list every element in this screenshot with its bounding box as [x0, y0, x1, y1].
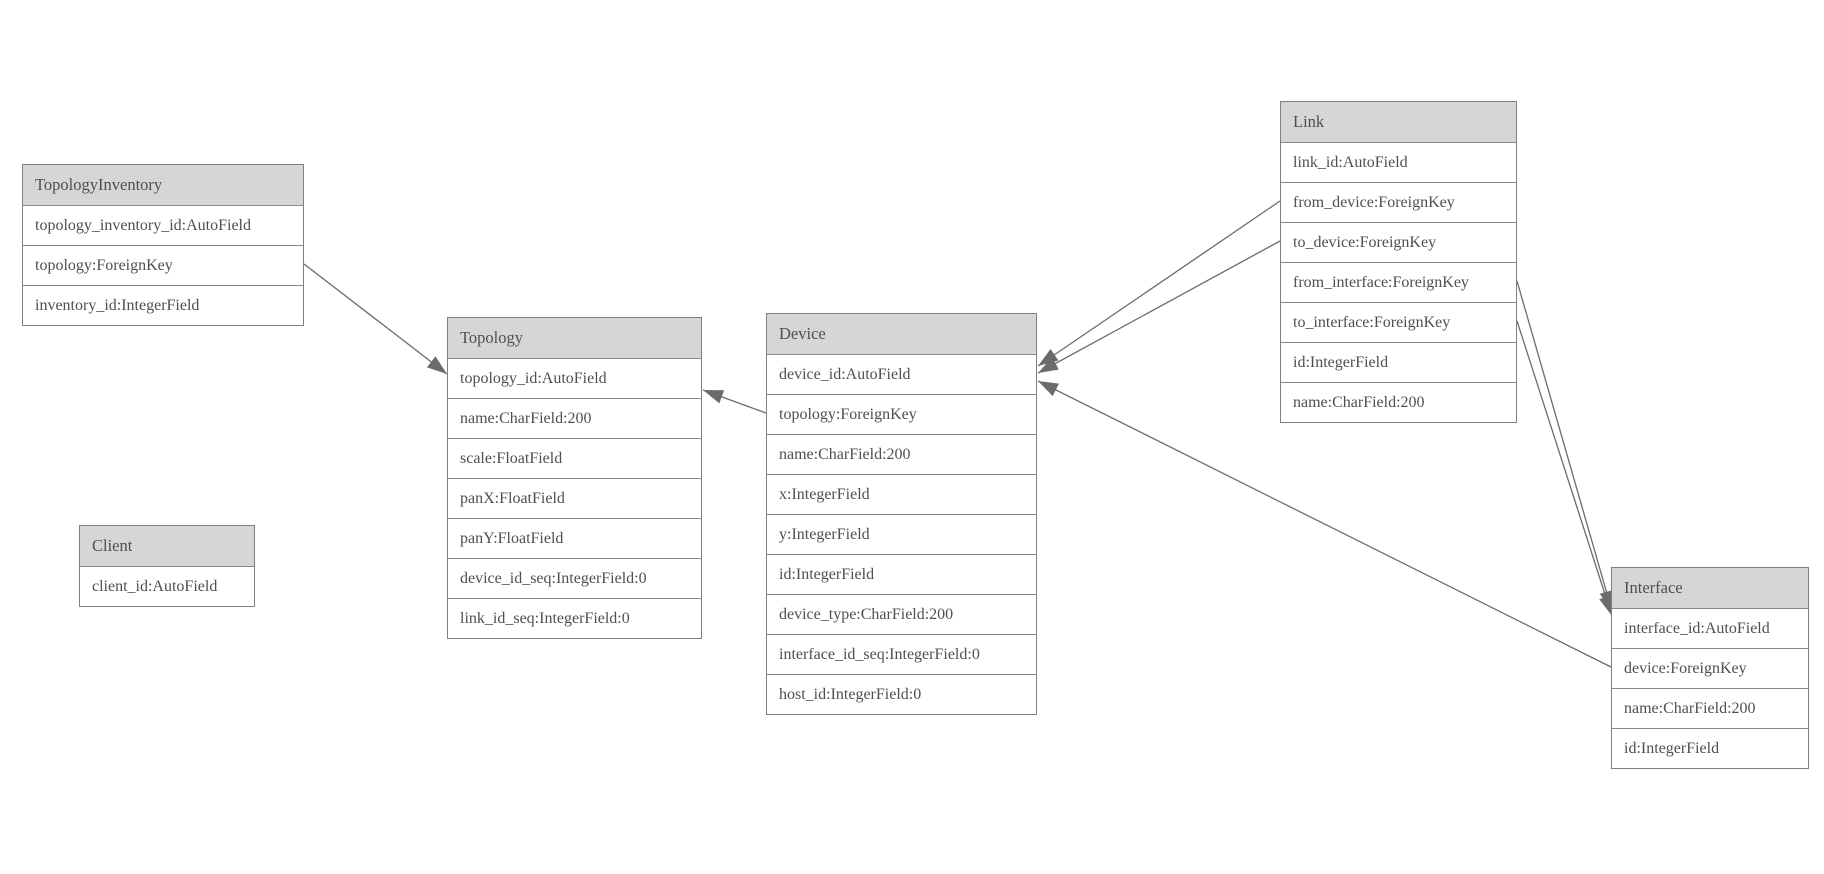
entity-topology-inventory: TopologyInventory topology_inventory_id:… — [22, 164, 304, 326]
field-label: to_device:ForeignKey — [1293, 233, 1437, 251]
field-row: topology:ForeignKey — [767, 394, 1036, 434]
field-row: panX:FloatField — [448, 478, 701, 518]
entity-interface: Interface interface_id:AutoField device:… — [1611, 567, 1809, 769]
field-row: to_device:ForeignKey — [1281, 222, 1516, 262]
field-label: link_id:AutoField — [1293, 153, 1408, 171]
field-label: id:IntegerField — [1624, 739, 1720, 757]
field-row: from_interface:ForeignKey — [1281, 262, 1516, 302]
field-label: device_id_seq:IntegerField:0 — [460, 569, 647, 587]
field-label: inventory_id:IntegerField — [35, 296, 200, 314]
entity-title: Link — [1293, 112, 1325, 131]
entity-title: Interface — [1624, 578, 1683, 597]
field-label: interface_id:AutoField — [1624, 619, 1770, 637]
field-row: device_type:CharField:200 — [767, 594, 1036, 634]
field-label: panY:FloatField — [460, 529, 564, 547]
field-row: link_id_seq:IntegerField:0 — [448, 598, 701, 638]
field-label: topology:ForeignKey — [35, 256, 173, 274]
entity-interface-header: Interface — [1612, 568, 1808, 608]
entity-client: Client client_id:AutoField — [79, 525, 255, 607]
field-row: x:IntegerField — [767, 474, 1036, 514]
field-label: scale:FloatField — [460, 449, 563, 467]
field-row: id:IntegerField — [1612, 728, 1808, 768]
field-row: id:IntegerField — [767, 554, 1036, 594]
field-row: to_interface:ForeignKey — [1281, 302, 1516, 342]
field-label: name:CharField:200 — [1624, 699, 1756, 717]
field-label: topology:ForeignKey — [779, 405, 917, 423]
entity-link-header: Link — [1281, 102, 1516, 142]
entity-link: Link link_id:AutoField from_device:Forei… — [1280, 101, 1517, 423]
entity-title: Device — [779, 324, 826, 343]
edge-topologyinventory-topology — [303, 263, 448, 375]
field-label: interface_id_seq:IntegerField:0 — [779, 645, 980, 663]
field-row: scale:FloatField — [448, 438, 701, 478]
entity-title: Topology — [460, 328, 524, 347]
field-label: id:IntegerField — [1293, 353, 1389, 371]
field-label: device_id:AutoField — [779, 365, 911, 383]
field-label: device_type:CharField:200 — [779, 605, 954, 623]
field-label: from_device:ForeignKey — [1293, 193, 1455, 211]
field-row: device_id_seq:IntegerField:0 — [448, 558, 701, 598]
field-label: name:CharField:200 — [460, 409, 592, 427]
edge-device-topology — [702, 389, 767, 414]
field-label: y:IntegerField — [779, 525, 870, 543]
entity-topology-inventory-header: TopologyInventory — [23, 165, 303, 205]
edge-link-todevice-device — [1037, 240, 1281, 374]
field-row: from_device:ForeignKey — [1281, 182, 1516, 222]
field-label: client_id:AutoField — [92, 577, 218, 595]
field-label: device:ForeignKey — [1624, 659, 1747, 677]
field-row: panY:FloatField — [448, 518, 701, 558]
entity-title: Client — [92, 536, 133, 555]
field-row: topology_id:AutoField — [448, 358, 701, 398]
edge-interface-device — [1037, 380, 1612, 668]
entity-device: Device device_id:AutoField topology:Fore… — [766, 313, 1037, 715]
field-row: interface_id_seq:IntegerField:0 — [767, 634, 1036, 674]
entity-client-header: Client — [80, 526, 254, 566]
field-row: device_id:AutoField — [767, 354, 1036, 394]
field-row: host_id:IntegerField:0 — [767, 674, 1036, 714]
field-row: link_id:AutoField — [1281, 142, 1516, 182]
field-label: topology_inventory_id:AutoField — [35, 216, 251, 234]
field-label: host_id:IntegerField:0 — [779, 685, 922, 703]
field-label: id:IntegerField — [779, 565, 875, 583]
field-label: name:CharField:200 — [1293, 393, 1425, 411]
field-row: client_id:AutoField — [80, 566, 254, 606]
entity-topology-header: Topology — [448, 318, 701, 358]
field-label: x:IntegerField — [779, 485, 870, 503]
field-label: topology_id:AutoField — [460, 369, 607, 387]
field-row: topology:ForeignKey — [23, 245, 303, 285]
field-row: topology_inventory_id:AutoField — [23, 205, 303, 245]
field-label: from_interface:ForeignKey — [1293, 273, 1469, 291]
entity-device-header: Device — [767, 314, 1036, 354]
field-row: y:IntegerField — [767, 514, 1036, 554]
field-row: name:CharField:200 — [448, 398, 701, 438]
edge-link-fromdevice-device — [1037, 200, 1281, 367]
field-row: device:ForeignKey — [1612, 648, 1808, 688]
edge-link-tointerface-interface — [1516, 320, 1613, 617]
field-row: inventory_id:IntegerField — [23, 285, 303, 325]
entity-title: TopologyInventory — [35, 175, 163, 194]
field-row: name:CharField:200 — [1612, 688, 1808, 728]
field-label: link_id_seq:IntegerField:0 — [460, 609, 630, 627]
field-row: name:CharField:200 — [767, 434, 1036, 474]
field-label: name:CharField:200 — [779, 445, 911, 463]
entity-topology: Topology topology_id:AutoField name:Char… — [447, 317, 702, 639]
edge-link-frominterface-interface — [1516, 280, 1614, 612]
field-label: panX:FloatField — [460, 489, 565, 507]
field-row: name:CharField:200 — [1281, 382, 1516, 422]
field-row: interface_id:AutoField — [1612, 608, 1808, 648]
field-label: to_interface:ForeignKey — [1293, 313, 1451, 331]
field-row: id:IntegerField — [1281, 342, 1516, 382]
